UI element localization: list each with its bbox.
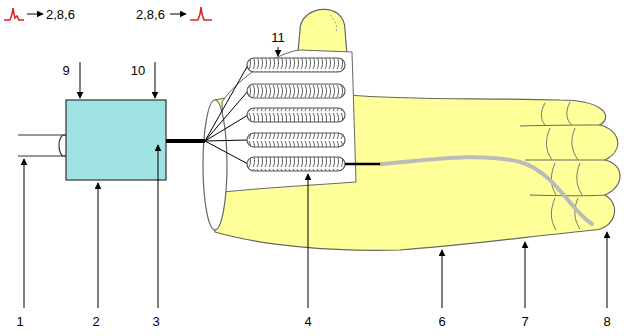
callout-number: 2: [92, 314, 99, 329]
signal-value: 2,8,6: [46, 7, 75, 22]
callout-number: 3: [152, 314, 159, 329]
cable: [18, 135, 65, 156]
callout-number: 1: [16, 314, 23, 329]
control-unit: [66, 100, 166, 180]
callout-number: 7: [521, 314, 528, 329]
optical-fiber: [382, 157, 592, 224]
callout-number: 8: [603, 314, 610, 329]
cutaway: [222, 50, 356, 192]
pulse-symbol: [4, 8, 24, 20]
pulse-symbol: [190, 7, 212, 20]
callout-number: 10: [131, 63, 145, 78]
callout-number: 11: [271, 30, 285, 45]
fiber-coils: [247, 58, 345, 171]
glove: [215, 9, 620, 250]
signal-value: 2,8,6: [136, 7, 165, 22]
callout-number: 6: [438, 314, 445, 329]
callout-number: 9: [62, 63, 69, 78]
callout-number: 4: [304, 314, 311, 329]
